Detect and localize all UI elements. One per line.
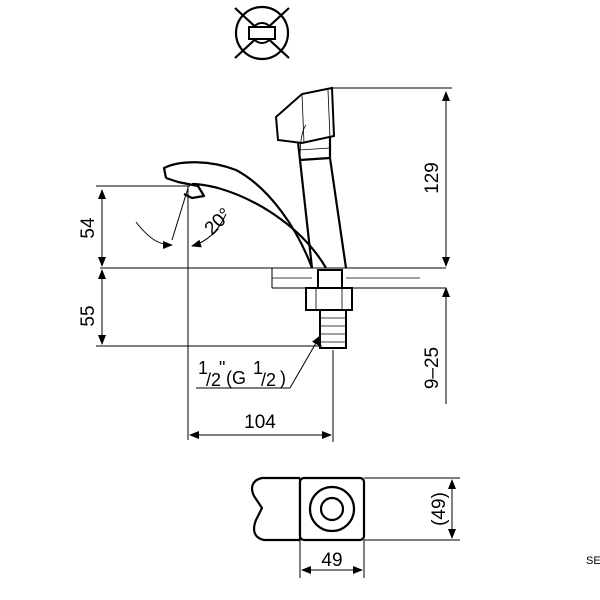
thread-g-fraction: /2 (261, 370, 276, 390)
connector-nut (305, 269, 353, 349)
reach-label: 104 (244, 412, 276, 433)
dimension-height-lower: 55 (78, 269, 322, 347)
dimension-base-width: 49 (301, 550, 363, 574)
thread-range-label: 9–25 (422, 347, 443, 389)
no-rotation-symbol-icon (234, 5, 290, 61)
countertop (100, 267, 446, 289)
dimension-angle: 20° (135, 186, 236, 440)
height-total-label: 129 (422, 162, 443, 194)
thread-g-close: ) (280, 368, 286, 388)
thread-callout: 1 /2 " (G 1 /2 ) (196, 335, 321, 390)
thread-whole: 1 (198, 358, 208, 378)
dimension-reach: 104 (189, 350, 334, 442)
thread-fraction: /2 (206, 370, 221, 390)
base-width-label: 49 (321, 550, 342, 571)
thread-inch-mark: " (219, 358, 225, 378)
dimension-thread-range: 9–25 (422, 287, 450, 404)
thread-g-open: (G (226, 368, 246, 388)
base-depth-label: (49) (429, 492, 450, 526)
dimension-height-total: 129 (332, 87, 452, 267)
thread-g-whole: 1 (253, 358, 263, 378)
dimension-base-depth: (49) (429, 479, 456, 539)
corner-code: SE (586, 555, 600, 567)
angle-label: 20° (201, 204, 236, 239)
top-view (251, 476, 460, 578)
dimension-height-upper: 54 (78, 185, 190, 267)
height-upper-label: 54 (78, 217, 99, 239)
faucet-body (162, 86, 348, 269)
height-lower-label: 55 (78, 305, 99, 326)
